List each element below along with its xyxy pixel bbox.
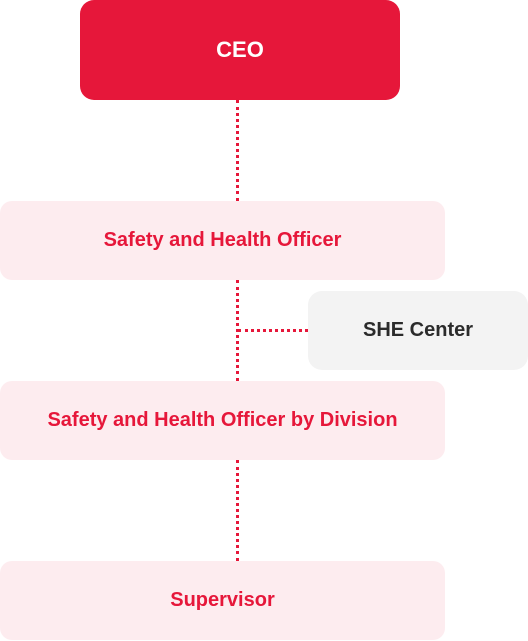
safety-health-officer-box: Safety and Health Officer (0, 201, 445, 280)
connector-she-center (238, 329, 308, 332)
connector-officer-division (236, 280, 239, 381)
connector-division-supervisor (236, 460, 239, 561)
she-center-box: SHE Center (308, 291, 528, 370)
officer-by-division-box: Safety and Health Officer by Division (0, 381, 445, 460)
supervisor-box: Supervisor (0, 561, 445, 640)
ceo-box: CEO (80, 0, 400, 100)
connector-ceo-officer (236, 100, 239, 201)
